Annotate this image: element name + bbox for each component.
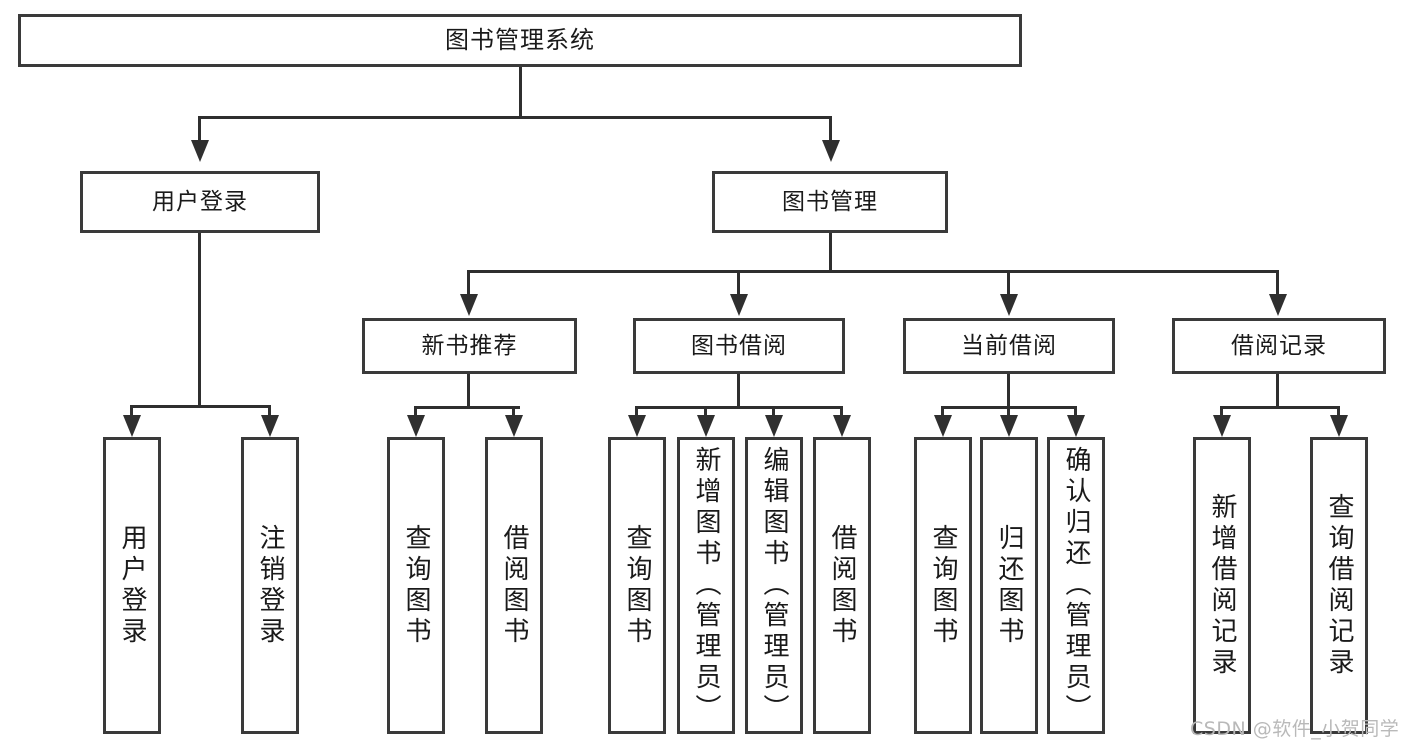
connector-borrow-record-bus bbox=[1220, 406, 1339, 409]
node-label: 用户登录 bbox=[152, 188, 248, 215]
connector-level1-bus bbox=[198, 116, 832, 119]
connector-drop-user-login bbox=[198, 116, 201, 142]
connector-drop-query-book-3 bbox=[941, 406, 944, 417]
node-book-borrow[interactable]: 图书借阅 bbox=[633, 318, 845, 374]
leaf-query-book-borrow[interactable]: 查询图书 bbox=[608, 437, 666, 734]
leaf-query-book-newbook[interactable]: 查询图书 bbox=[387, 437, 445, 734]
leaf-return-book[interactable]: 归还图书 bbox=[980, 437, 1038, 734]
node-root-system[interactable]: 图书管理系统 bbox=[18, 14, 1022, 67]
node-label: 新增图书（管理员） bbox=[691, 446, 721, 725]
node-current-borrow[interactable]: 当前借阅 bbox=[903, 318, 1115, 374]
connector-drop-return-book bbox=[1007, 406, 1010, 417]
connector-current-borrow-stem bbox=[1007, 374, 1010, 408]
leaf-logout[interactable]: 注销登录 bbox=[241, 437, 299, 734]
connector-user-login-bus bbox=[130, 405, 268, 408]
node-label: 归还图书 bbox=[994, 523, 1024, 648]
connector-drop-add-book bbox=[704, 406, 707, 417]
connector-borrow-record-stem bbox=[1276, 374, 1279, 408]
arrow-head-borrow-record bbox=[1269, 294, 1287, 316]
node-label: 查询图书 bbox=[401, 523, 431, 648]
arrow-head-confirm-return bbox=[1067, 415, 1085, 437]
connector-drop-current-borrow bbox=[1007, 270, 1010, 296]
node-label: 编辑图书（管理员） bbox=[759, 446, 789, 725]
arrow-head-add-book bbox=[697, 415, 715, 437]
node-label: 确认归还（管理员） bbox=[1061, 446, 1091, 725]
connector-borrow-stem bbox=[737, 374, 740, 408]
arrow-head-add-record bbox=[1213, 415, 1231, 437]
arrow-head-return-book bbox=[1000, 415, 1018, 437]
connector-new-book-bus bbox=[414, 406, 520, 409]
arrow-head-current-borrow bbox=[1000, 294, 1018, 316]
connector-drop-leaf-user-login bbox=[130, 405, 133, 417]
node-label: 当前借阅 bbox=[961, 332, 1057, 359]
csdn-watermark: CSDN @软件_小贺同学 bbox=[1190, 714, 1399, 741]
node-label: 新书推荐 bbox=[421, 332, 518, 359]
arrow-head-borrow bbox=[730, 294, 748, 316]
connector-new-book-stem bbox=[467, 374, 470, 408]
arrow-head-borrow-book-1 bbox=[505, 415, 523, 437]
arrow-head-leaf-logout bbox=[261, 415, 279, 437]
arrow-head-query-book-1 bbox=[407, 415, 425, 437]
node-label: 查询图书 bbox=[622, 523, 652, 648]
node-borrow-record[interactable]: 借阅记录 bbox=[1172, 318, 1386, 374]
arrow-head-book-mgmt bbox=[822, 140, 840, 162]
connector-borrow-bus bbox=[635, 406, 842, 409]
arrow-head-borrow-book-2 bbox=[833, 415, 851, 437]
leaf-edit-book-admin[interactable]: 编辑图书（管理员） bbox=[745, 437, 803, 734]
connector-drop-leaf-logout bbox=[268, 405, 271, 417]
arrow-head-query-book-3 bbox=[934, 415, 952, 437]
node-label: 用户登录 bbox=[117, 523, 147, 648]
connector-drop-book-mgmt bbox=[829, 116, 832, 142]
arrow-head-new-book bbox=[460, 294, 478, 316]
node-label: 图书借阅 bbox=[691, 332, 787, 359]
connector-drop-add-record bbox=[1220, 406, 1223, 417]
arrow-head-edit-book bbox=[765, 415, 783, 437]
node-label: 图书管理 bbox=[782, 188, 878, 215]
leaf-add-book-admin[interactable]: 新增图书（管理员） bbox=[677, 437, 735, 734]
node-label: 借阅记录 bbox=[1231, 332, 1327, 359]
connector-user-login-stem bbox=[198, 233, 201, 407]
watermark-text: CSDN @软件_小贺同学 bbox=[1190, 718, 1400, 740]
arrow-head-query-record bbox=[1330, 415, 1348, 437]
connector-book-mgmt-stem bbox=[829, 233, 832, 272]
node-new-book-recommend[interactable]: 新书推荐 bbox=[362, 318, 577, 374]
node-label: 查询图书 bbox=[928, 523, 958, 648]
connector-drop-borrow-book-2 bbox=[840, 406, 843, 417]
leaf-user-login[interactable]: 用户登录 bbox=[103, 437, 161, 734]
connector-drop-borrow-record bbox=[1276, 270, 1279, 296]
connector-drop-borrow-book-1 bbox=[512, 406, 515, 417]
connector-drop-query-book-1 bbox=[414, 406, 417, 417]
leaf-query-borrow-record[interactable]: 查询借阅记录 bbox=[1310, 437, 1368, 734]
node-book-management[interactable]: 图书管理 bbox=[712, 171, 948, 233]
node-label: 新增借阅记录 bbox=[1207, 492, 1237, 679]
node-label: 借阅图书 bbox=[827, 523, 857, 648]
node-label: 查询借阅记录 bbox=[1324, 492, 1354, 679]
connector-level2-bus bbox=[467, 270, 1279, 273]
node-user-login[interactable]: 用户登录 bbox=[80, 171, 320, 233]
arrow-head-user-login bbox=[191, 140, 209, 162]
connector-drop-borrow bbox=[737, 270, 740, 296]
leaf-add-borrow-record[interactable]: 新增借阅记录 bbox=[1193, 437, 1251, 734]
connector-drop-new-book bbox=[467, 270, 470, 296]
leaf-query-book-current[interactable]: 查询图书 bbox=[914, 437, 972, 734]
leaf-borrow-book-newbook[interactable]: 借阅图书 bbox=[485, 437, 543, 734]
node-label: 借阅图书 bbox=[499, 523, 529, 648]
node-label: 注销登录 bbox=[255, 523, 285, 648]
connector-drop-edit-book bbox=[772, 406, 775, 417]
node-label: 图书管理系统 bbox=[445, 25, 595, 54]
leaf-borrow-book[interactable]: 借阅图书 bbox=[813, 437, 871, 734]
connector-drop-confirm-return bbox=[1074, 406, 1077, 417]
connector-drop-query-record bbox=[1337, 406, 1340, 417]
leaf-confirm-return-admin[interactable]: 确认归还（管理员） bbox=[1047, 437, 1105, 734]
arrow-head-query-book-2 bbox=[628, 415, 646, 437]
connector-root-stem bbox=[519, 67, 522, 116]
arrow-head-leaf-user-login bbox=[123, 415, 141, 437]
connector-drop-query-book-2 bbox=[635, 406, 638, 417]
